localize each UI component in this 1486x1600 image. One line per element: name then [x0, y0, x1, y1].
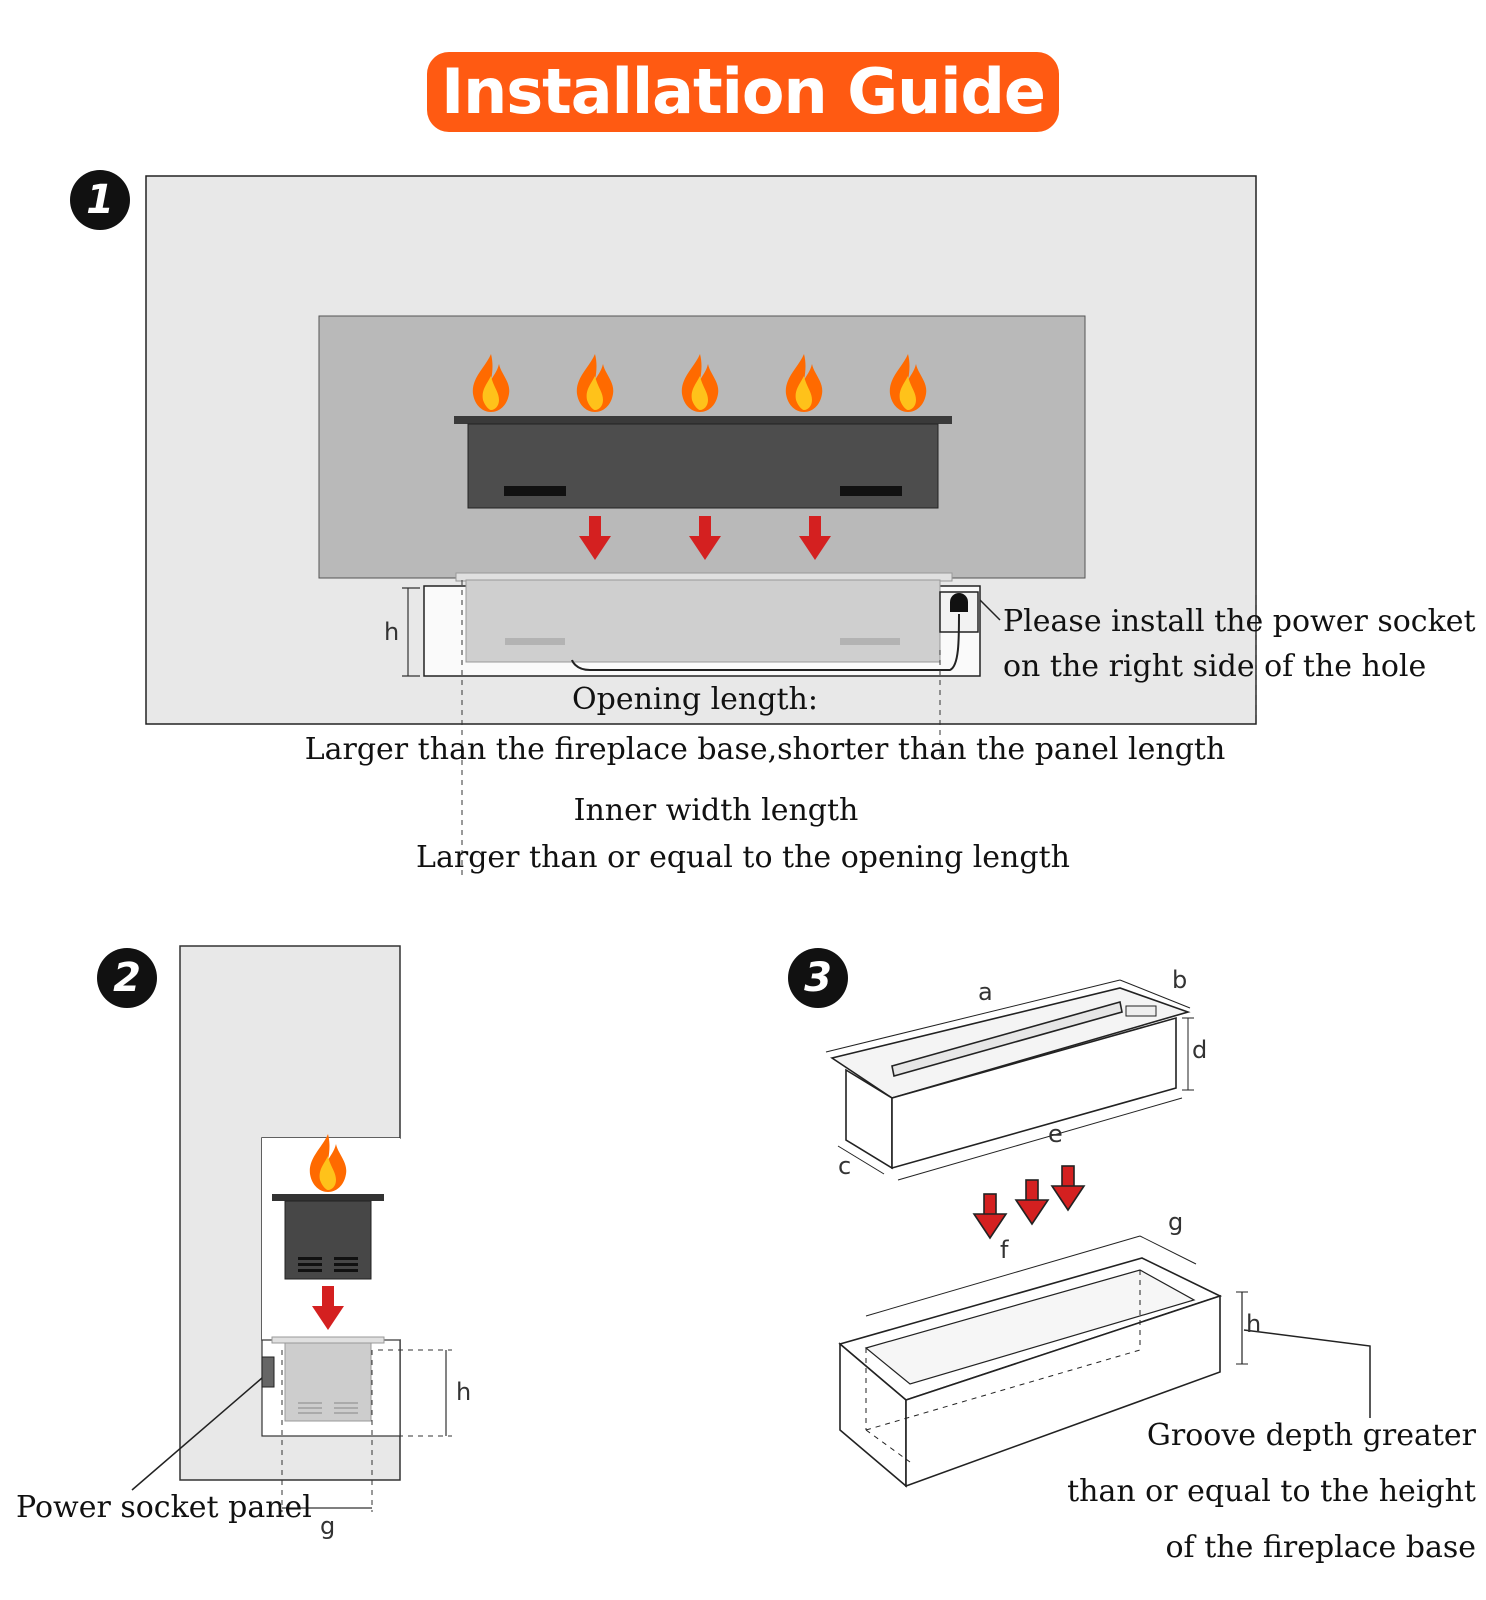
- dim-f-label: f: [1000, 1236, 1009, 1264]
- g-label-step-two: g: [320, 1512, 336, 1540]
- step-badge-2: 2: [97, 948, 157, 1008]
- inner-width-label: Inner width length: [573, 793, 859, 828]
- groove-note-line-1: Groove depth greater: [1146, 1418, 1476, 1453]
- dim-d-label: d: [1192, 1036, 1208, 1064]
- step-badge-3: 3: [788, 948, 848, 1008]
- opening-length-label: Opening length:: [572, 682, 818, 717]
- base-vent-left: [505, 638, 565, 645]
- socket-note-line-2: on the right side of the hole: [1003, 649, 1427, 684]
- dim-c-label: c: [838, 1152, 852, 1180]
- groove-note-line-2: than or equal to the height: [1067, 1474, 1476, 1509]
- power-socket-panel-label: Power socket panel: [16, 1490, 312, 1525]
- dim-g-label: g: [1168, 1208, 1184, 1236]
- step-two-figure: [131, 945, 452, 1512]
- power-socket-panel: [261, 1356, 275, 1388]
- dim-b-label: b: [1172, 966, 1188, 994]
- step-three-figure: [825, 979, 1371, 1488]
- dim-e-label: e: [1048, 1120, 1063, 1148]
- socket-note-line-1: Please install the power socket: [1003, 604, 1476, 639]
- burner-top: [454, 416, 952, 424]
- title-wrap: Installation Guide: [0, 52, 1486, 132]
- burner-top-side: [272, 1194, 384, 1201]
- height-label-step-two: h: [456, 1378, 472, 1406]
- arrow-down-step-three-2: [1015, 1179, 1049, 1225]
- groove-iso-front: [905, 1294, 1221, 1488]
- burner-vent-right: [840, 486, 902, 496]
- base-side: [284, 1342, 372, 1422]
- step-one-figure: [145, 175, 1257, 880]
- groove-note-line-3: of the fireplace base: [1165, 1530, 1477, 1565]
- burner-iso-front: [891, 1016, 1177, 1170]
- step-badge-1: 1: [70, 170, 130, 230]
- inner-width-desc: Larger than or equal to the opening leng…: [416, 840, 1070, 875]
- arrow-down-step-three-1: [973, 1193, 1007, 1239]
- base-vent-right: [840, 638, 900, 645]
- height-label-step-one: h: [384, 618, 400, 646]
- dim-a-label: a: [978, 978, 993, 1006]
- burner-side: [284, 1200, 372, 1280]
- burner-vent-left: [504, 486, 566, 496]
- arrow-down-step-three-3: [1051, 1165, 1085, 1211]
- page-title: Installation Guide: [427, 52, 1059, 132]
- opening-length-desc: Larger than the fireplace base,shorter t…: [304, 732, 1226, 767]
- dim-h-label: h: [1246, 1310, 1262, 1338]
- fireplace-base: [465, 579, 941, 663]
